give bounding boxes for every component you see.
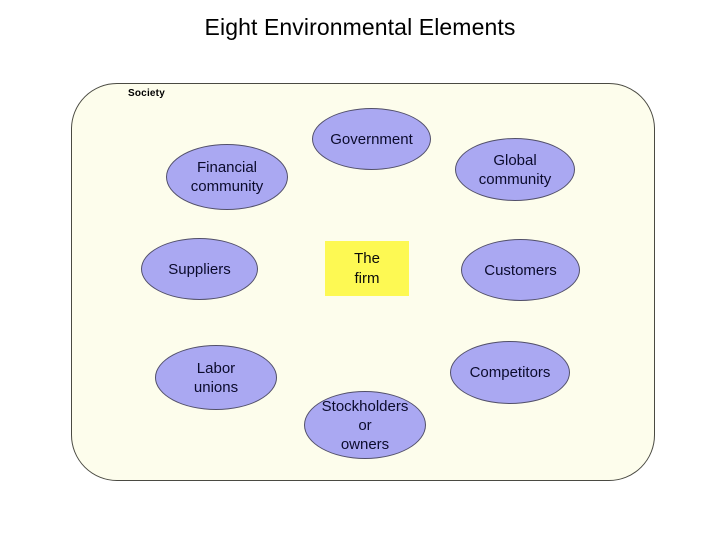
node-stockholders-owners: Stockholders or owners [304,391,426,459]
node-global-community: Global community [455,138,575,201]
node-financial-community: Financial community [166,144,288,210]
page-title: Eight Environmental Elements [204,14,516,40]
node-labor-unions: Labor unions [155,345,277,410]
the-firm-box: The firm [325,241,409,296]
society-label: Society [128,88,165,99]
node-government: Government [312,108,431,170]
node-suppliers: Suppliers [141,238,258,300]
node-competitors: Competitors [450,341,570,404]
node-customers: Customers [461,239,580,301]
